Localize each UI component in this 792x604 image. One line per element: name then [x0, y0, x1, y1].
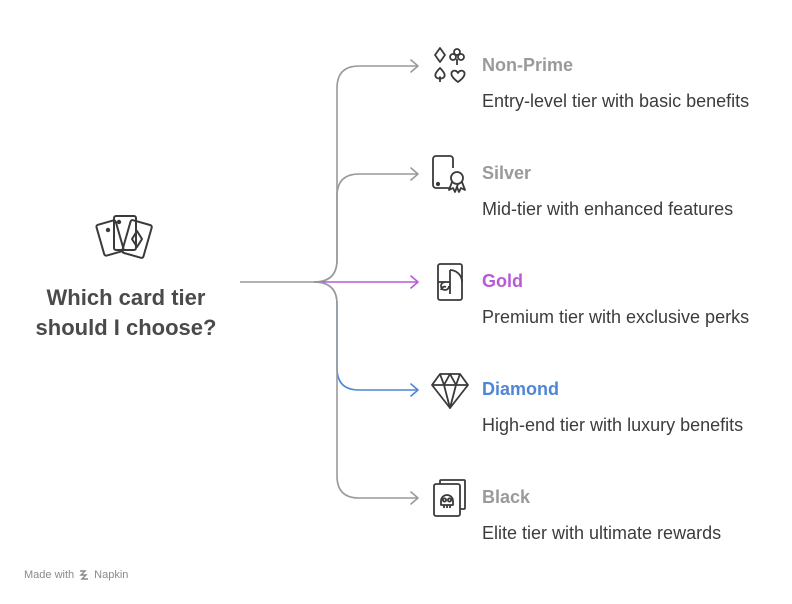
card-ribbon-icon [430, 154, 470, 194]
arrowhead-gold [410, 275, 419, 289]
branch-title: Gold [482, 271, 523, 291]
connector-lines [240, 59, 419, 505]
arrowhead-non-prime [410, 59, 419, 73]
branch-title: Diamond [482, 379, 560, 399]
arrowhead-silver [410, 167, 419, 181]
skull-card-icon [430, 478, 470, 518]
playing-cards-icon [94, 212, 158, 268]
branch-description: Mid-tier with enhanced features [482, 199, 734, 219]
card-suits-icon [430, 46, 470, 86]
napkin-logo-icon [79, 570, 89, 580]
branch-description: High-end tier with luxury benefits [482, 415, 744, 435]
branch-description: Elite tier with ultimate rewards [482, 523, 722, 543]
branch-title: Black [482, 487, 531, 507]
root-title-line2: should I choose? [35, 315, 217, 340]
branch-title: Non-Prime [482, 55, 574, 75]
card-spiral-icon [430, 262, 470, 302]
made-with-napkin[interactable]: Made with Napkin [24, 569, 128, 581]
napkin-brand: Napkin [94, 569, 129, 581]
root-title: Which card tier should I choose? [6, 283, 246, 343]
arrowhead-diamond [410, 383, 419, 397]
arrowhead-black [410, 491, 419, 505]
made-with-label: Made with [24, 569, 75, 581]
branch-description: Premium tier with exclusive perks [482, 307, 750, 327]
branch-title: Silver [482, 163, 532, 183]
connector-silver [313, 173, 418, 283]
connector-diamond [313, 281, 418, 391]
connector-black [313, 281, 418, 499]
branch-description: Entry-level tier with basic benefits [482, 91, 750, 111]
root-title-line1: Which card tier [46, 285, 206, 310]
diamond-icon [430, 370, 470, 410]
